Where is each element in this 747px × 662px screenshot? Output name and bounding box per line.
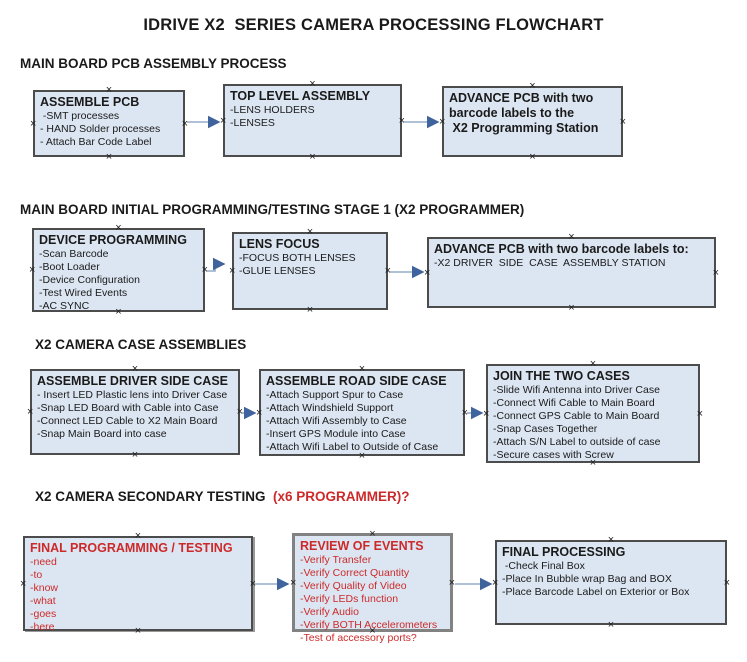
box-review-of-events: REVIEW OF EVENTS -Verify Transfer -Verif…: [290, 528, 455, 645]
connection-handle-icon: ×: [529, 151, 536, 163]
box-title: ASSEMBLE PCB: [40, 95, 140, 109]
box-assemble-driver-side-case: ASSEMBLE DRIVER SIDE CASE - Insert LED P…: [27, 364, 243, 461]
box-top-level-assembly: TOP LEVEL ASSEMBLY -LENS HOLDERS -LENSES…: [220, 79, 405, 163]
box-title: ASSEMBLE ROAD SIDE CASE: [266, 374, 447, 388]
connection-handle-icon: ×: [309, 78, 316, 90]
box-items: -Scan Barcode -Boot Loader -Device Confi…: [39, 248, 140, 312]
connection-handle-icon: ×: [105, 151, 113, 163]
connection-handle-icon: ×: [398, 114, 405, 127]
connection-handle-icon: ×: [369, 528, 376, 540]
heading-red-part: (x6 PROGRAMMER)?: [269, 489, 410, 504]
box-items: -Check Final Box -Place In Bubble wrap B…: [502, 560, 690, 598]
connection-handle-icon: ×: [306, 304, 314, 316]
connection-handle-icon: ×: [229, 265, 236, 277]
connection-handle-icon: ×: [249, 577, 256, 590]
connection-handle-icon: ×: [131, 449, 139, 461]
box-assemble-pcb: ASSEMBLE PCB -SMT processes - HAND Solde…: [30, 85, 188, 163]
connection-handle-icon: ×: [619, 115, 626, 128]
connector-arrow: [207, 257, 226, 272]
box-final-processing: FINAL PROCESSING -Check Final Box -Place…: [492, 535, 730, 631]
box-items: -Verify Transfer -Verify Correct Quantit…: [300, 554, 438, 644]
box-final-programming-testing: FINAL PROGRAMMING / TESTING -need -to -k…: [20, 531, 256, 637]
connection-handle-icon: ×: [290, 576, 297, 589]
box-title: FINAL PROCESSING: [502, 545, 626, 559]
connection-handle-icon: ×: [461, 406, 468, 419]
connection-handle-icon: ×: [201, 264, 208, 276]
connection-handle-icon: ×: [424, 266, 431, 279]
page-title: IDRIVE X2 SERIES CAMERA PROCESSING FLOWC…: [143, 16, 604, 34]
connection-handle-icon: ×: [30, 117, 37, 130]
connection-handle-icon: ×: [568, 231, 575, 243]
section-heading-case-assemblies: X2 CAMERA CASE ASSEMBLIES: [35, 337, 247, 352]
box-title: DEVICE PROGRAMMING: [39, 233, 187, 247]
connection-handle-icon: ×: [589, 358, 597, 370]
box-title: ADVANCE PCB with two barcode labels to t…: [449, 91, 599, 135]
connection-handle-icon: ×: [723, 576, 730, 589]
connection-handle-icon: ×: [181, 117, 188, 130]
section-heading-pcb-assembly: MAIN BOARD PCB ASSEMBLY PROCESS: [20, 56, 287, 71]
connection-handle-icon: ×: [712, 266, 719, 279]
connection-handle-icon: ×: [439, 115, 446, 128]
connection-handle-icon: ×: [607, 534, 615, 546]
box-title: ADVANCE PCB with two barcode labels to:: [434, 242, 689, 256]
connection-handle-icon: ×: [236, 406, 243, 418]
box-device-programming: DEVICE PROGRAMMING -Scan Barcode -Boot L…: [29, 223, 208, 318]
box-title: JOIN THE TWO CASES: [493, 369, 630, 383]
connection-handle-icon: ×: [696, 407, 703, 420]
connection-handle-icon: ×: [483, 407, 490, 420]
connection-handle-icon: ×: [134, 530, 142, 542]
box-title: TOP LEVEL ASSEMBLY: [230, 89, 371, 103]
box-title: ASSEMBLE DRIVER SIDE CASE: [37, 374, 229, 388]
box-items: -FOCUS BOTH LENSES -GLUE LENSES: [239, 252, 356, 277]
connection-handle-icon: ×: [29, 264, 36, 276]
box-assemble-road-side-case: ASSEMBLE ROAD SIDE CASE -Attach Support …: [256, 364, 468, 462]
box-items: - Insert LED Plastic lens into Driver Ca…: [37, 389, 228, 440]
connection-handle-icon: ×: [358, 363, 366, 375]
connection-handle-icon: ×: [256, 406, 263, 419]
box-items: -X2 DRIVER SIDE CASE ASSEMBLY STATION: [434, 257, 666, 269]
connection-handle-icon: ×: [27, 406, 34, 418]
section-heading-secondary-testing: X2 CAMERA SECONDARY TESTING (x6 PROGRAMM…: [35, 489, 410, 504]
connection-handle-icon: ×: [492, 576, 499, 589]
box-title: REVIEW OF EVENTS: [300, 539, 424, 553]
box-title: FINAL PROGRAMMING / TESTING: [30, 541, 233, 555]
connection-handle-icon: ×: [309, 151, 316, 163]
connection-handle-icon: ×: [384, 265, 391, 277]
connection-handle-icon: ×: [607, 619, 615, 631]
connection-handle-icon: ×: [20, 577, 27, 590]
section-heading-initial-programming: MAIN BOARD INITIAL PROGRAMMING/TESTING S…: [20, 202, 525, 217]
connection-handle-icon: ×: [115, 222, 122, 234]
connection-handle-icon: ×: [568, 302, 575, 314]
box-items: -LENS HOLDERS -LENSES: [230, 104, 315, 129]
connection-handle-icon: ×: [448, 576, 455, 589]
box-lens-focus: LENS FOCUS -FOCUS BOTH LENSES -GLUE LENS…: [229, 227, 391, 316]
box-title: LENS FOCUS: [239, 237, 320, 251]
box-advance-pcb-programming-station: ADVANCE PCB with two barcode labels to t…: [439, 81, 626, 163]
connection-handle-icon: ×: [306, 226, 314, 238]
connection-handle-icon: ×: [131, 363, 139, 375]
box-advance-pcb-driver-side: ADVANCE PCB with two barcode labels to: …: [424, 232, 719, 314]
connection-handle-icon: ×: [105, 84, 113, 96]
connection-handle-icon: ×: [220, 114, 227, 127]
box-items: -Attach Support Spur to Case -Attach Win…: [266, 389, 439, 453]
box-join-the-two-cases: JOIN THE TWO CASES -Slide Wifi Antenna i…: [483, 359, 703, 469]
box-items: -Slide Wifi Antenna into Driver Case -Co…: [493, 384, 661, 461]
connection-handle-icon: ×: [529, 80, 536, 92]
box-items: -need -to -know -what -goes -here: [30, 556, 59, 633]
box-items: -SMT processes - HAND Solder processes -…: [40, 110, 161, 148]
heading-black-part: X2 CAMERA SECONDARY TESTING: [35, 489, 270, 504]
